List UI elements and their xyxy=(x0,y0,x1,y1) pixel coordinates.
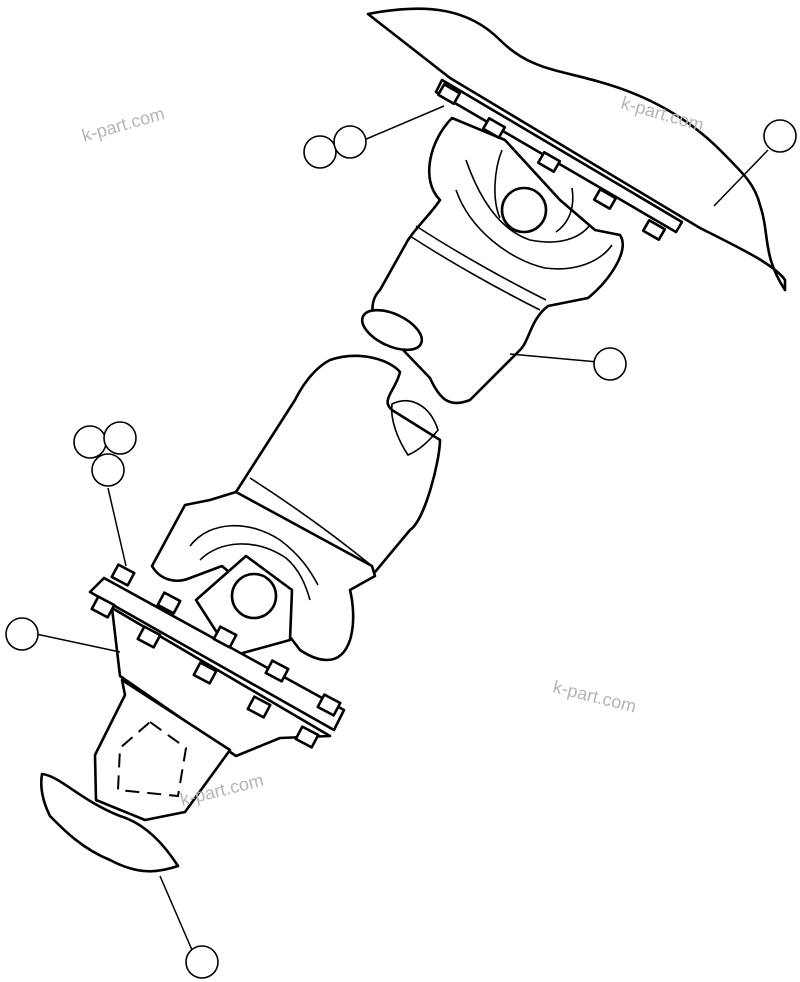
upper-mount-plate xyxy=(366,7,787,292)
callout-lower-flange xyxy=(5,617,39,651)
callout-bolt-group-bottom xyxy=(73,421,137,487)
lower-housing xyxy=(93,678,232,822)
watermark: k-part.com xyxy=(80,103,167,146)
upper-bolt-row xyxy=(436,83,667,241)
lower-flange xyxy=(88,563,346,758)
lower-mount-plate xyxy=(39,772,180,873)
upper-yoke xyxy=(360,116,624,405)
callout-bolt-group-top xyxy=(303,125,367,169)
callout-lower-mount-plate xyxy=(185,945,219,979)
lower-yoke xyxy=(150,490,377,662)
callout-upper-mount-plate xyxy=(763,119,797,153)
callout-upper-yoke xyxy=(593,347,627,381)
watermark: k-part.com xyxy=(551,676,638,716)
leader-lines xyxy=(35,105,769,951)
